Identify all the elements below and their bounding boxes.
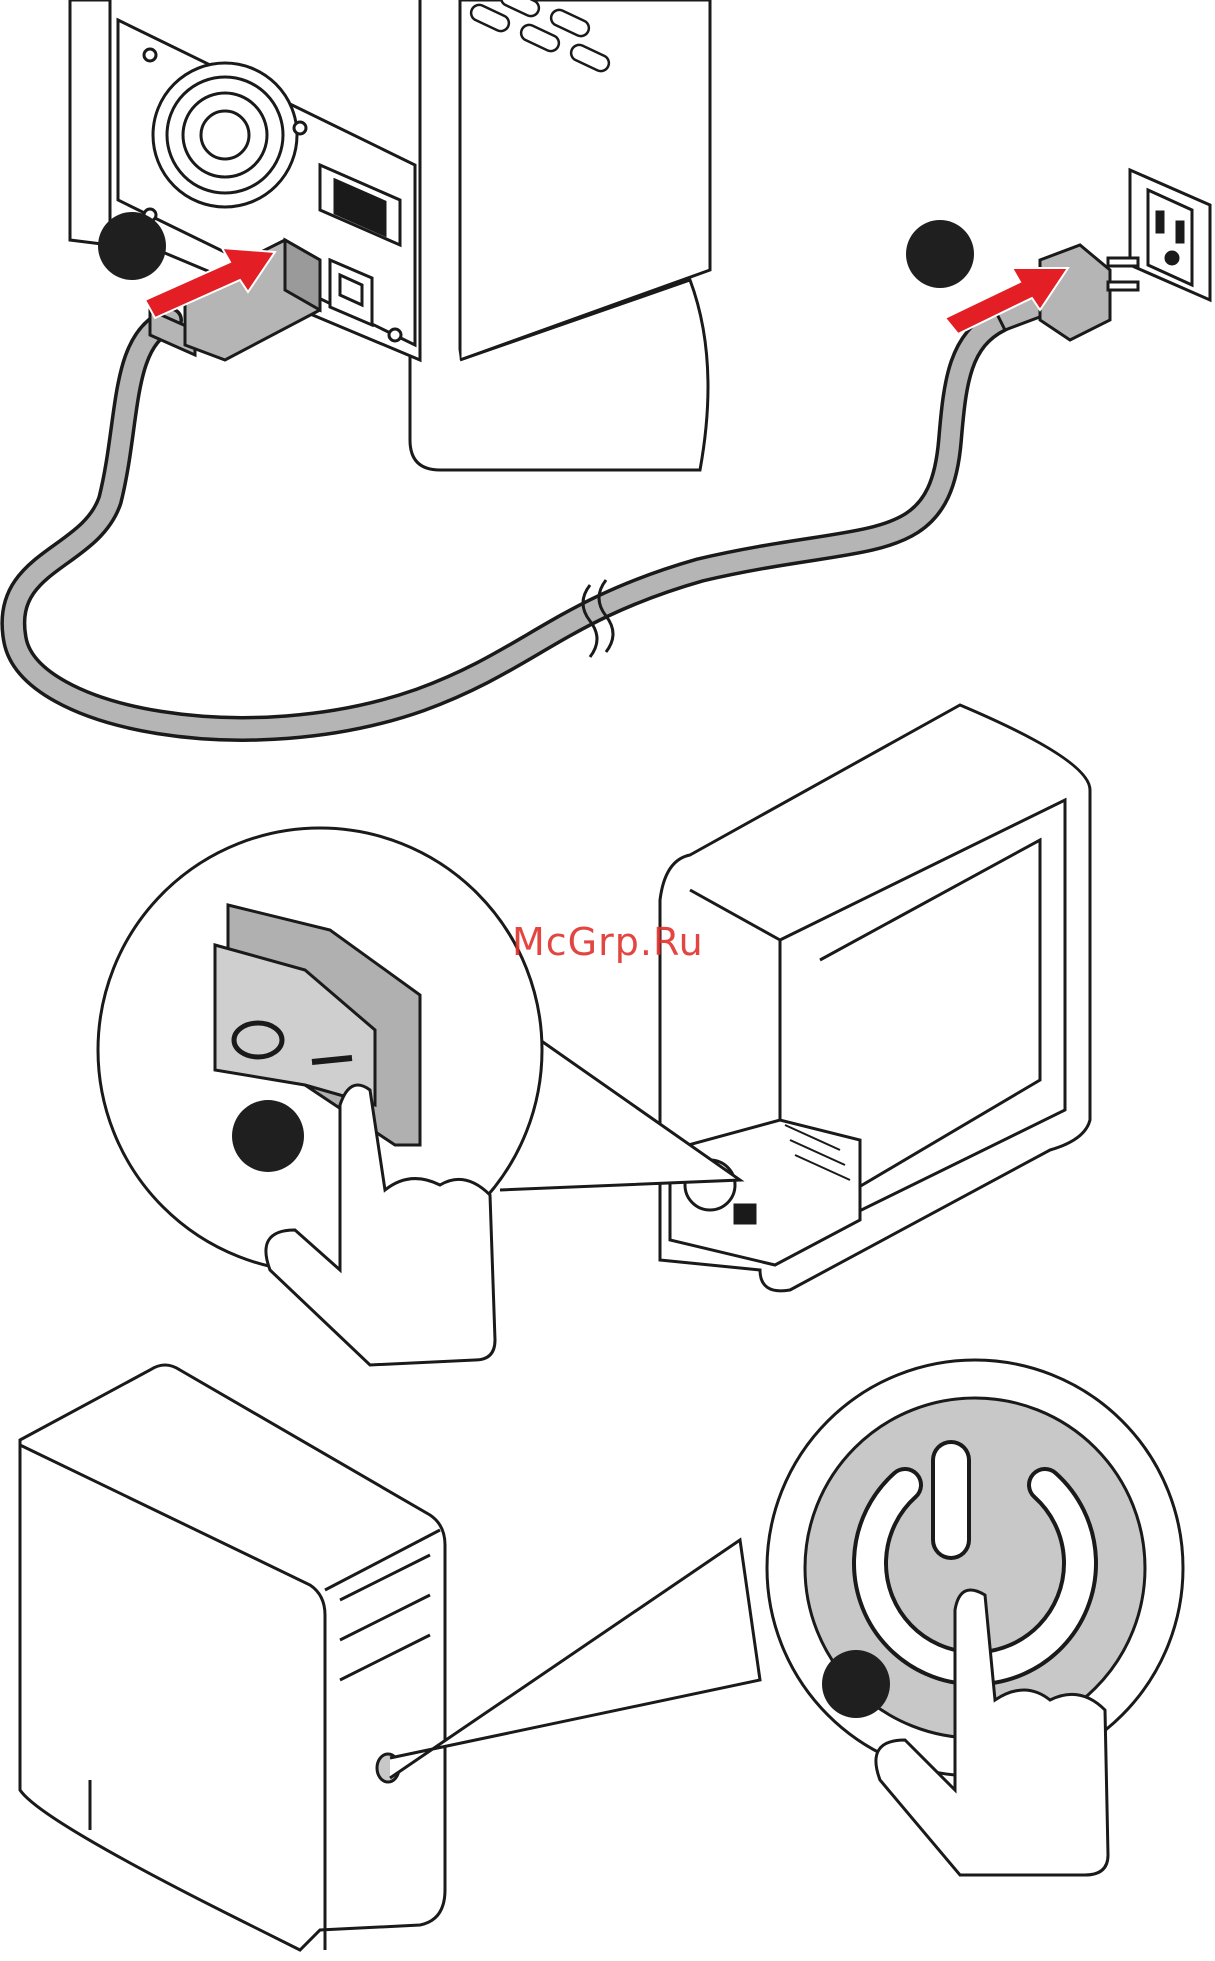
psu-rear-view: [70, 0, 710, 470]
watermark: McGrp.Ru: [512, 920, 704, 964]
step-badge-plug-psu: [98, 212, 166, 280]
pc-tower-front: [20, 1365, 445, 1950]
pc-case-rear: [660, 705, 1090, 1291]
step-badge-power-button: [822, 1650, 890, 1718]
wall-outlet-icon: [1130, 170, 1210, 300]
step-badge-plug-outlet: [906, 220, 974, 288]
step-badge-psu-switch: [232, 1100, 304, 1172]
